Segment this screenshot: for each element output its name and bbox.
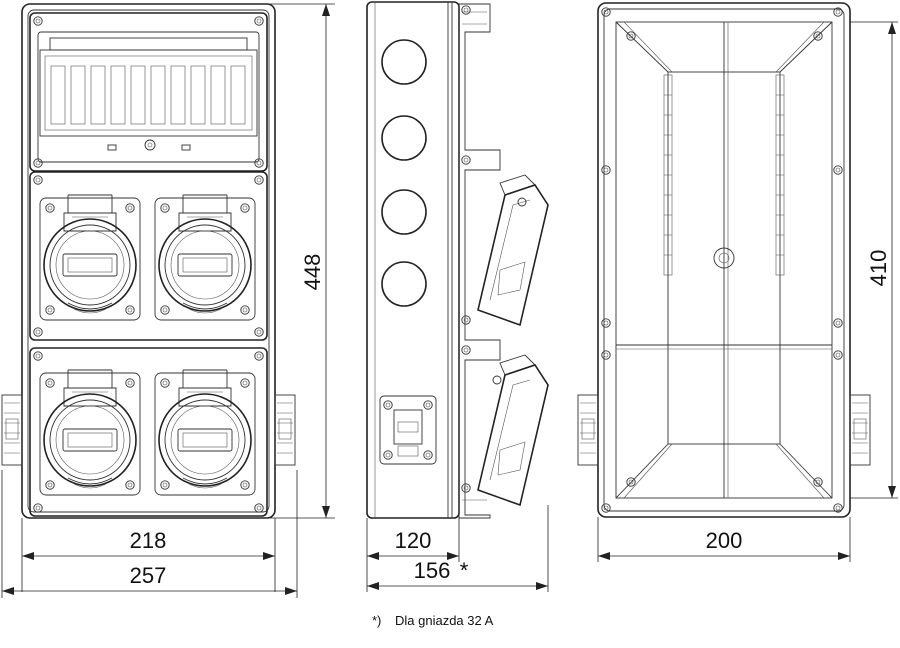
socket-1 bbox=[40, 195, 140, 320]
dim-front-inner-width: 218 bbox=[130, 528, 167, 553]
breaker-slots bbox=[50, 65, 246, 125]
footnote-text: Dla gniazda 32 A bbox=[395, 613, 494, 628]
footnote: *) Dla gniazda 32 A bbox=[372, 613, 494, 628]
back-housing bbox=[597, 2, 851, 518]
dim-front-outer-width: 257 bbox=[130, 563, 167, 588]
side-housing bbox=[366, 1, 460, 519]
dim-back-height: 410 bbox=[866, 250, 891, 287]
footnote-marker: *) bbox=[372, 613, 381, 628]
center-bore bbox=[713, 247, 735, 269]
socket-module-lower bbox=[29, 347, 268, 517]
side-socket bbox=[379, 395, 437, 465]
socket-profile-lower bbox=[477, 354, 549, 507]
socket-profile-upper bbox=[477, 174, 549, 327]
socket-3 bbox=[40, 370, 140, 495]
cable-entry-4 bbox=[381, 261, 427, 307]
socket-2 bbox=[155, 195, 255, 320]
lock-icon bbox=[144, 139, 156, 151]
dim-side-depth-socket: 156 bbox=[414, 558, 451, 583]
back-dimensions: 410 200 bbox=[597, 21, 898, 562]
cable-entry-3 bbox=[381, 189, 427, 235]
front-housing bbox=[21, 3, 276, 519]
dim-back-width: 200 bbox=[706, 528, 743, 553]
side-view bbox=[366, 1, 549, 519]
dim-side-depth: 120 bbox=[395, 528, 432, 553]
socket-4 bbox=[155, 370, 255, 495]
cable-entry-1 bbox=[381, 39, 427, 85]
dim-front-height: 448 bbox=[300, 254, 325, 291]
front-dimensions: 448 218 257 bbox=[1, 3, 335, 598]
cable-entry-2 bbox=[381, 115, 427, 161]
din-rails bbox=[663, 74, 785, 276]
socket-module-upper bbox=[29, 171, 268, 341]
side-dimensions: 120 156 * bbox=[366, 505, 549, 592]
breaker-module bbox=[29, 12, 268, 172]
dim-side-depth-marker: * bbox=[460, 558, 469, 583]
front-view bbox=[1, 3, 296, 519]
back-view bbox=[577, 2, 871, 518]
